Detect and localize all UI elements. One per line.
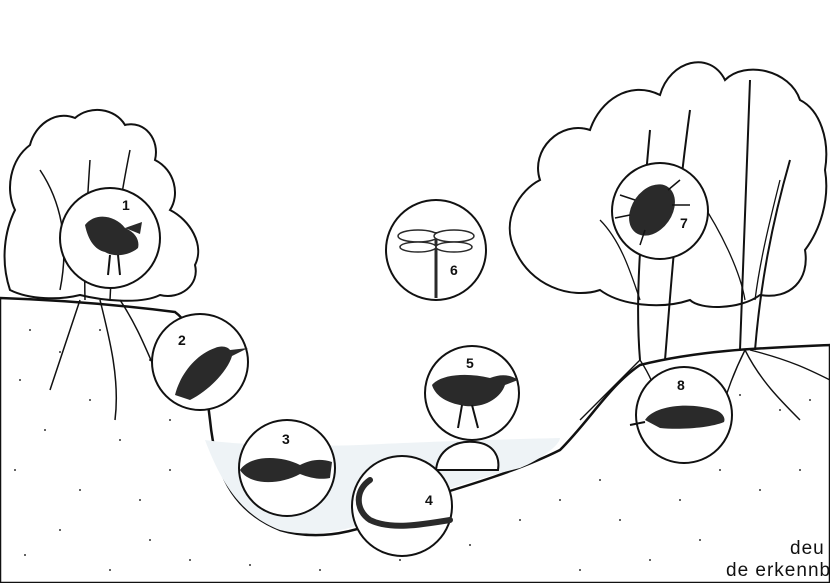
badge-8-number: 8 bbox=[677, 377, 685, 393]
badge-7-number: 7 bbox=[680, 215, 688, 231]
badge-7-beetle: 7 bbox=[612, 163, 708, 259]
badge-6-number: 6 bbox=[450, 262, 458, 278]
badge-4-number: 4 bbox=[425, 492, 433, 508]
badge-3-number: 3 bbox=[282, 431, 290, 447]
badge-2-number: 2 bbox=[178, 332, 186, 348]
badge-5-dipper: 5 bbox=[425, 346, 519, 440]
badge-2-kingfisher: 2 bbox=[152, 314, 248, 410]
corner-text-line-2: de erkennb bbox=[726, 560, 830, 582]
badge-1-number: 1 bbox=[122, 197, 130, 213]
badge-4-eel: 4 bbox=[352, 456, 452, 556]
badge-5-number: 5 bbox=[466, 355, 474, 371]
corner-text-line-1: deu bbox=[790, 538, 825, 560]
badge-1-wren: 1 bbox=[60, 188, 160, 288]
badge-3-bullhead: 3 bbox=[239, 420, 335, 516]
badge-6-dragonfly: 6 bbox=[386, 200, 486, 300]
